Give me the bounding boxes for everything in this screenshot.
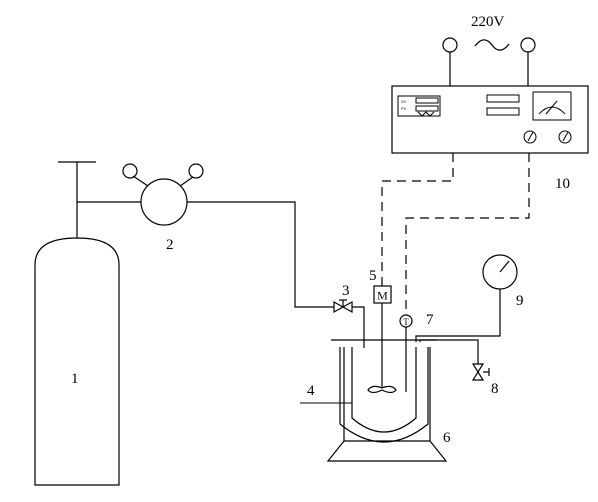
outlet-line: [415, 289, 501, 342]
label-1: 1: [71, 371, 79, 387]
motor-symbol: M: [377, 289, 388, 303]
ac-symbol: [474, 39, 510, 51]
thermocouple-signal-cable: [405, 153, 530, 315]
temperature-controller: [391, 85, 589, 154]
power-terminals: [442, 37, 536, 86]
label-7: 7: [426, 312, 434, 328]
sv-label: SV: [401, 99, 407, 104]
gas-line-to-reactor: [352, 306, 365, 348]
label-10: 10: [555, 176, 570, 192]
gas-cylinder: [34, 161, 120, 486]
label-6: 6: [443, 430, 451, 446]
label-5: 5: [369, 268, 377, 284]
stirrer-motor: [367, 285, 397, 394]
label-8: 8: [491, 381, 499, 397]
motor-signal-cable: [381, 153, 454, 286]
label-4: 4: [307, 383, 315, 399]
pressure-regulator: [122, 163, 204, 226]
thermocouple: [399, 314, 413, 392]
gas-line-to-valve: [187, 201, 334, 308]
outlet-line-inner: [419, 339, 479, 364]
voltage-label: 220V: [471, 14, 505, 30]
pressure-gauge: [482, 254, 518, 290]
label-9: 9: [516, 293, 524, 309]
label-2: 2: [166, 237, 174, 253]
heating-jacket: [326, 347, 448, 462]
pv-label: PV: [401, 106, 407, 111]
thermocouple-symbol: T: [403, 317, 409, 327]
inlet-valve: [333, 299, 353, 314]
label-3: 3: [342, 283, 350, 299]
outlet-valve: [471, 363, 490, 381]
